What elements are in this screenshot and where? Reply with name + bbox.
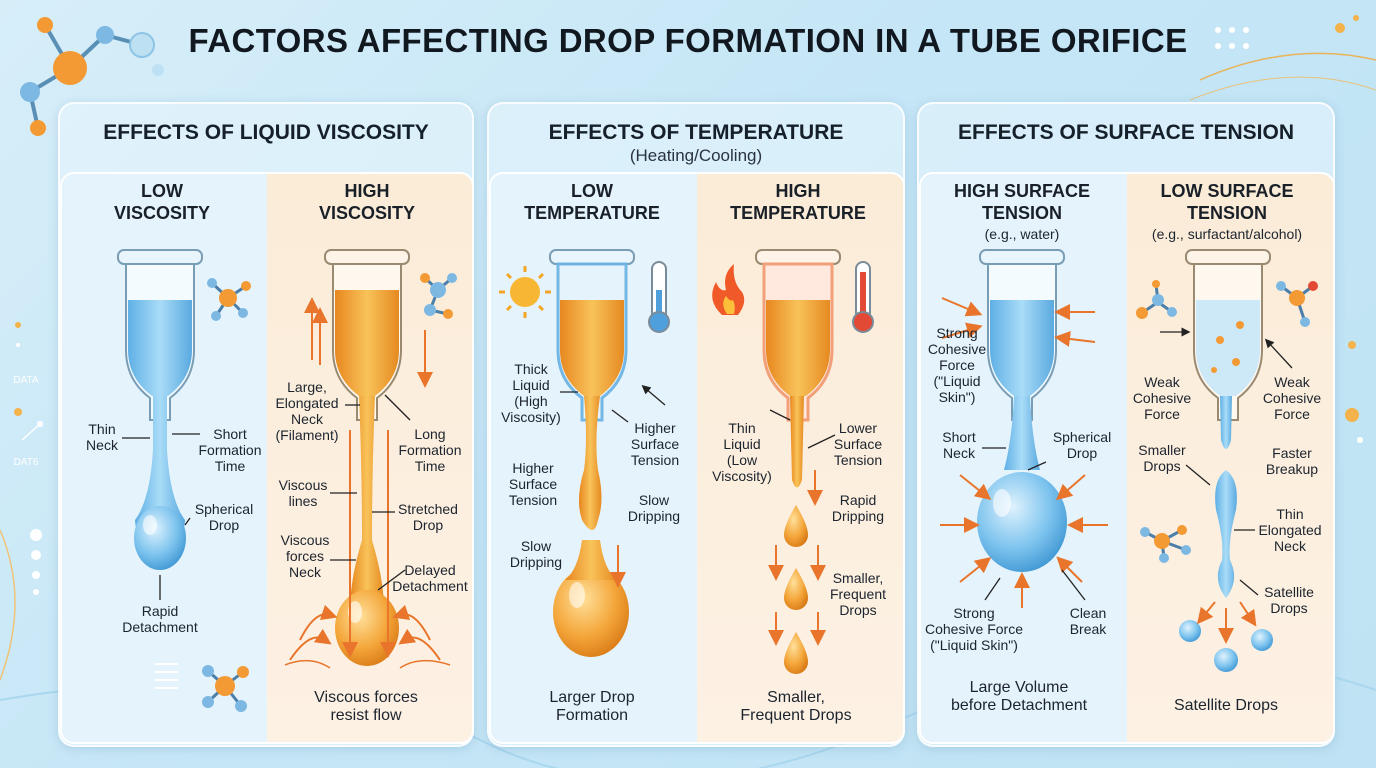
low-temperature-heading: LOW TEMPERATURE: [524, 181, 660, 223]
higher-surface-tension-label: Higher Surface Tension: [630, 420, 680, 468]
side-label-data6: DAT6: [13, 457, 39, 468]
sun-icon: [499, 266, 551, 318]
side-label-data: DATA: [13, 375, 39, 386]
panel-title: EFFECTS OF SURFACE TENSION: [957, 121, 1295, 144]
stretched-drop-label: Stretched Drop: [398, 501, 458, 533]
drop-icon: [784, 505, 808, 674]
thin-elongated-neck-label: Thin Elongated Neck: [1258, 506, 1322, 554]
spherical-drop-label-2: Spherical Drop: [1052, 429, 1112, 461]
clean-break-label: Clean Break: [1069, 605, 1107, 637]
weak-cohesive-force-left-label: Weak Cohesive Force: [1132, 374, 1192, 422]
high-viscosity-heading: HIGH VISCOSITY: [318, 181, 416, 223]
low-surface-tension-example: (e.g., surfactant/alcohol): [1151, 226, 1303, 242]
high-temperature-tube: [755, 249, 841, 488]
molecule-icon: [1140, 525, 1191, 563]
panel-title: EFFECTS OF LIQUID VISCOSITY: [103, 121, 429, 144]
thin-neck-label: Thin Neck: [86, 421, 118, 453]
viscous-lines-label: Viscous lines: [278, 477, 328, 509]
delayed-detachment-label: Delayed Detachment: [392, 562, 468, 594]
dots-icon: [1215, 15, 1363, 443]
page-title: FACTORS AFFECTING DROP FORMATION IN A TU…: [188, 22, 1188, 59]
thermometer-hot-icon: [852, 261, 874, 333]
thin-liquid-label: Thin Liquid (Low Viscosity): [712, 420, 772, 484]
low-surface-tension-tube: [1179, 249, 1273, 672]
low-viscosity-tube: [117, 249, 203, 570]
low-temp-bottom-label: Larger Drop Formation: [549, 689, 635, 724]
molecule-icon: [207, 278, 251, 321]
faster-breakup-label: Faster Breakup: [1265, 445, 1319, 477]
flame-icon: [712, 264, 745, 315]
low-viscosity-heading: LOW VISCOSITY: [113, 181, 211, 223]
high-temperature-heading: HIGH TEMPERATURE: [730, 181, 866, 223]
high-st-bottom-label: Large Volume before Detachment: [950, 679, 1088, 714]
viscous-forces-neck-label: Viscous forces Neck: [280, 532, 330, 580]
satellite-drops-label: Satellite Drops: [1264, 584, 1314, 616]
strong-cohesive-force-label-2: Strong Cohesive Force ("Liquid Skin"): [924, 605, 1024, 653]
molecule-icon: [202, 665, 249, 712]
short-neck-label: Short Neck: [942, 429, 976, 461]
strong-cohesive-force-label: Strong Cohesive Force ("Liquid Skin"): [927, 325, 987, 405]
high-temp-bottom-label: Smaller, Frequent Drops: [740, 689, 852, 724]
long-formation-time-label: Long Formation Time: [398, 426, 462, 474]
smaller-frequent-drops-label: Smaller, Frequent Drops: [829, 570, 887, 618]
low-surface-tension-heading: LOW SURFACE TENSION: [1160, 181, 1294, 223]
molecule-icon: [20, 17, 164, 136]
lower-surface-tension-label: Lower Surface Tension: [833, 420, 883, 468]
viscosity-bottom-label: Viscous forces resist flow: [314, 689, 418, 724]
molecule-icon: [420, 273, 457, 319]
slow-dripping-label: Slow Dripping: [627, 492, 681, 524]
weak-cohesive-force-right-label: Weak Cohesive Force: [1262, 374, 1322, 422]
spherical-drop-label: Spherical Drop: [194, 501, 254, 533]
short-formation-time-label: Short Formation Time: [198, 426, 262, 474]
large-neck-label: Large, Elongated Neck (Filament): [275, 379, 339, 443]
slow-dripping-label-2: Slow Dripping: [509, 538, 563, 570]
rapid-dripping-label: Rapid Dripping: [831, 492, 885, 524]
lines-icon: [155, 663, 178, 689]
panel-title: EFFECTS OF TEMPERATURE: [548, 121, 844, 144]
low-st-bottom-label: Satellite Drops: [1173, 697, 1279, 714]
molecule-icon: [1276, 281, 1318, 327]
thick-liquid-label: Thick Liquid (High Viscosity): [501, 361, 561, 425]
smaller-drops-label: Smaller Drops: [1138, 442, 1186, 474]
panel-subtitle: (Heating/Cooling): [629, 146, 763, 165]
side-dots-icon: [14, 322, 43, 595]
high-surface-tension-example: (e.g., water): [984, 226, 1060, 242]
thermometer-cold-icon: [648, 261, 670, 333]
molecule-icon: [1136, 280, 1177, 319]
rapid-detachment-label: Rapid Detachment: [122, 603, 198, 635]
high-surface-tension-tube: [977, 249, 1067, 572]
low-temperature-tube: [549, 249, 635, 657]
higher-surface-tension-label-2: Higher Surface Tension: [508, 460, 558, 508]
high-surface-tension-heading: HIGH SURFACE TENSION: [953, 181, 1090, 223]
